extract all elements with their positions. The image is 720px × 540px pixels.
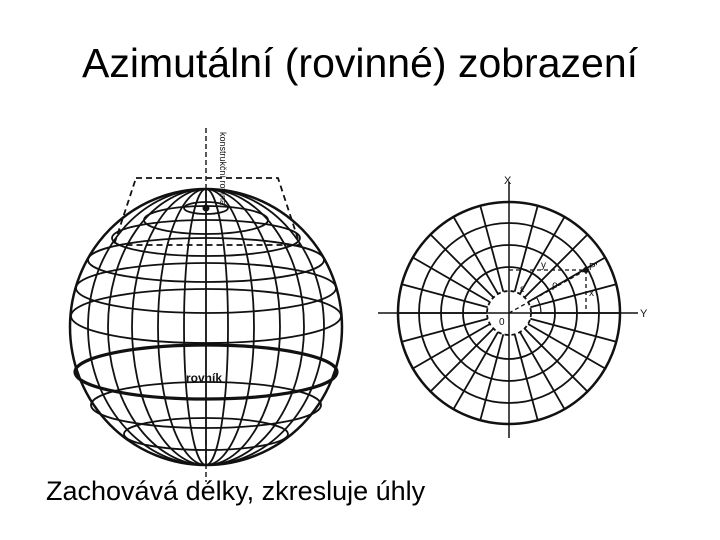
construction-plane <box>112 177 302 246</box>
epsilon-label: ε <box>520 284 525 295</box>
point-construction <box>508 269 587 314</box>
slide-caption: Zachovává délky, zkresluje úhly <box>46 476 426 506</box>
point-label: P' <box>589 262 598 273</box>
rho-label: ρ <box>552 280 558 291</box>
point-p <box>583 267 589 273</box>
projection-figure: konstrukční rovina rovník <box>38 120 688 485</box>
origin-label: 0 <box>499 317 505 328</box>
figure-background <box>38 120 688 485</box>
equator-label: rovník <box>186 371 222 385</box>
globe-drawing <box>68 128 344 482</box>
angle-arc <box>536 297 542 314</box>
y-axis-label: Y <box>640 308 648 320</box>
y-coordinate-label: y <box>541 260 546 271</box>
tangent-point <box>202 204 210 212</box>
projection-meridians <box>398 205 620 421</box>
x-coordinate-label: x <box>589 288 594 299</box>
slide-title: Azimutální (rovinné) zobrazení <box>81 40 639 86</box>
polar-projection <box>378 182 638 438</box>
plane-label: konstrukční rovina <box>218 132 228 205</box>
x-axis-label: X <box>504 175 512 187</box>
